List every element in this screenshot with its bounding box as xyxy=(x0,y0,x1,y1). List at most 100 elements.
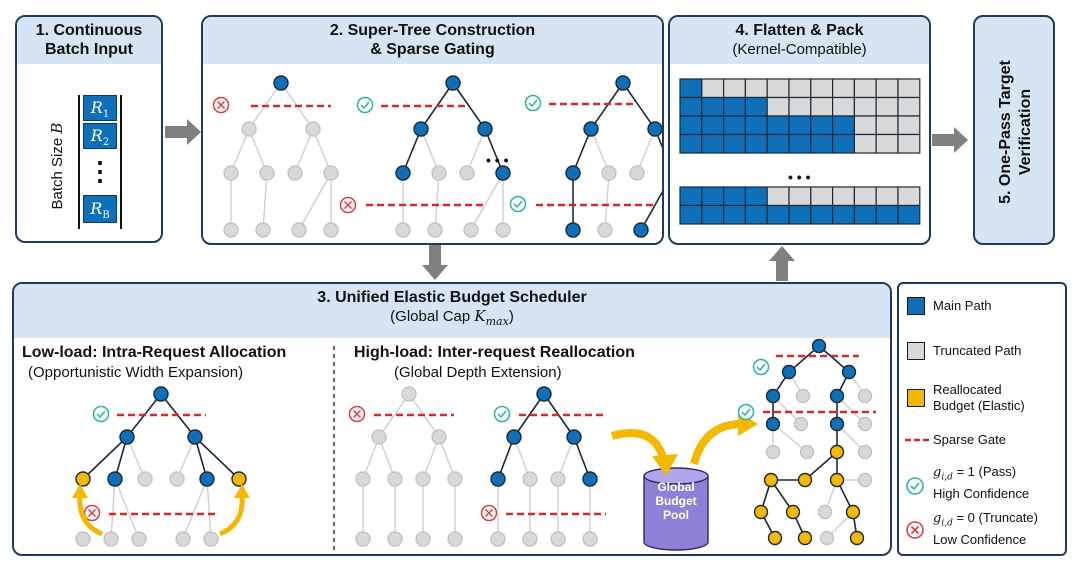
pack-cell xyxy=(722,115,746,136)
check-icon xyxy=(509,195,527,213)
tree-node xyxy=(355,531,371,547)
tree-node xyxy=(259,165,275,181)
tree-node xyxy=(401,386,417,402)
low-load-subtitle: (Opportunistic Width Expansion) xyxy=(28,364,244,381)
panel-flatten-pack-title: 4. Flatten & Pack xyxy=(735,22,864,39)
tree-node xyxy=(582,471,598,487)
tree-node xyxy=(767,530,783,546)
tree-node xyxy=(119,429,135,445)
pack-cell xyxy=(744,204,768,225)
global-budget-pool-label: Global Budget Pool xyxy=(655,480,697,522)
legend-realloc-label: Reallocated Budget (Elastic) xyxy=(933,382,1025,413)
cross-icon xyxy=(216,100,226,110)
tree-node xyxy=(371,429,387,445)
tree-node xyxy=(857,472,873,488)
tree-node xyxy=(447,531,463,547)
tree-node xyxy=(103,531,119,547)
tree-edge xyxy=(590,128,610,174)
legend-truncated-label: Truncated Path xyxy=(933,343,1022,358)
pack-cell xyxy=(788,78,812,99)
tree-node xyxy=(781,364,797,380)
pack-cell xyxy=(744,186,768,207)
pack-cell xyxy=(832,96,856,117)
tree-node xyxy=(415,531,431,547)
tree-node xyxy=(845,504,861,520)
tree-node xyxy=(841,364,857,380)
tree-edge xyxy=(206,478,212,540)
tree-edge xyxy=(402,128,422,174)
pack-cell xyxy=(897,204,921,225)
tree-edge xyxy=(378,393,410,438)
pack-cell xyxy=(897,96,921,117)
tree-node xyxy=(797,472,813,488)
pack-cell xyxy=(722,133,746,154)
legend-truncate-label: gi,d = 0 (Truncate) Low Confidence xyxy=(933,510,1038,547)
tree-node xyxy=(137,471,153,487)
pack-cell xyxy=(875,133,899,154)
panel-budget-scheduler-subtitle: (Global Cap Kmax) xyxy=(390,307,514,328)
pack-cell xyxy=(853,78,877,99)
tree-node xyxy=(819,530,835,546)
legend-main-swatch xyxy=(907,297,925,315)
legend-truncated-swatch xyxy=(907,342,925,360)
pack-cell xyxy=(810,96,834,117)
legend-pass-label: gi,d = 1 (Pass) High Confidence xyxy=(933,464,1030,501)
pack-cell xyxy=(722,186,746,207)
tree-node xyxy=(765,444,781,460)
tree-node xyxy=(633,222,649,238)
tree-node xyxy=(857,444,873,460)
pack-cell xyxy=(701,96,725,117)
arrow-2-to-3 xyxy=(422,245,448,280)
pack-cell xyxy=(679,78,703,99)
tree-node xyxy=(477,121,493,137)
tree-node xyxy=(273,75,289,91)
tree-node xyxy=(75,471,91,487)
tree-node xyxy=(799,444,815,460)
pack-cell xyxy=(766,96,790,117)
pack-cell xyxy=(679,133,703,154)
pack-cell xyxy=(810,115,834,136)
tree-node xyxy=(387,471,403,487)
batch-row-1: R1 xyxy=(83,95,117,121)
tree-node xyxy=(857,388,873,404)
pool-out-arrow xyxy=(690,420,743,466)
low-load-title: Low-load: Intra-Request Allocation xyxy=(22,344,287,361)
realloc-arrow xyxy=(234,484,250,498)
scheduler-diagram xyxy=(72,338,876,552)
tree-edge xyxy=(466,128,486,174)
panel-super-tree-title-1: 2. Super-Tree Construction xyxy=(329,22,536,39)
realloc-arrow xyxy=(72,484,88,498)
tree-node xyxy=(522,471,538,487)
tree-node xyxy=(413,121,429,137)
tree-edge xyxy=(636,128,656,174)
panel-batch-input-header: 1. Continuous Batch Input xyxy=(17,17,161,64)
tree-node xyxy=(811,338,827,354)
tree-node xyxy=(427,222,443,238)
pack-cell xyxy=(875,186,899,207)
tree-edge xyxy=(772,423,808,453)
panel-budget-scheduler-title: 3. Unified Elastic Budget Scheduler xyxy=(317,289,587,306)
tree-node xyxy=(199,471,215,487)
tree-node xyxy=(107,471,123,487)
tree-node xyxy=(597,222,613,238)
tree-node xyxy=(75,531,91,547)
panel-super-tree-title-2: & Sparse Gating xyxy=(370,41,495,58)
tree-edge xyxy=(434,172,440,231)
pack-cell xyxy=(788,186,812,207)
tree-node xyxy=(785,504,801,520)
pack-cell xyxy=(788,204,812,225)
tree-node xyxy=(583,121,599,137)
pack-cell xyxy=(897,133,921,154)
tree-node xyxy=(490,471,506,487)
tree-node xyxy=(601,165,617,181)
tree-node xyxy=(753,504,769,520)
cross-icon xyxy=(906,521,924,539)
check-icon xyxy=(96,410,106,419)
pack-cell xyxy=(897,186,921,207)
pack-cell xyxy=(744,78,768,99)
pack-cell xyxy=(897,115,921,136)
cross-icon xyxy=(343,200,353,210)
tree-node xyxy=(817,504,833,520)
tree-node xyxy=(255,222,271,238)
budget-pool-cylinder xyxy=(643,476,709,551)
